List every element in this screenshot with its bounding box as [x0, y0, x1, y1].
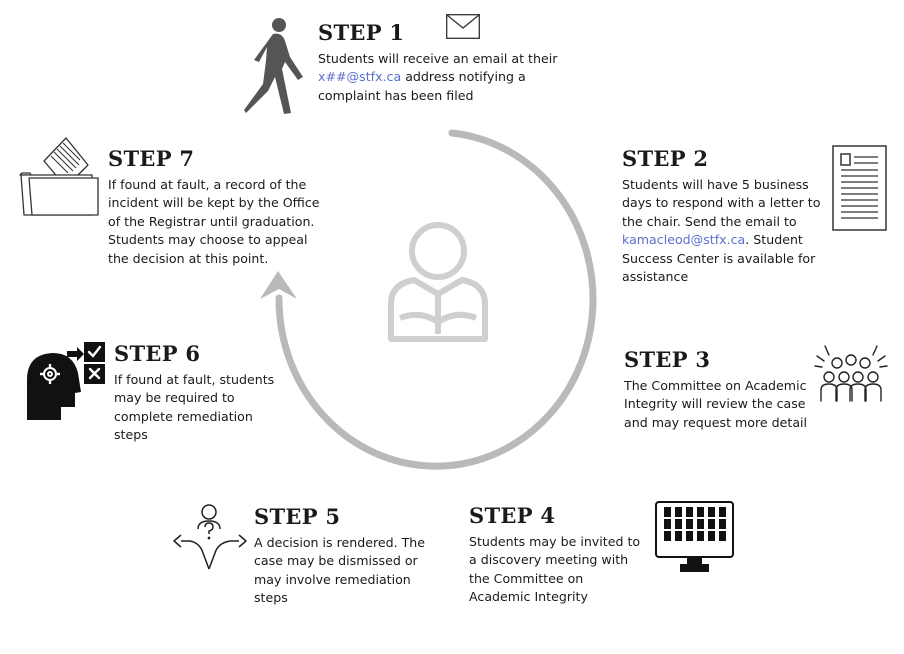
video-meeting-icon — [655, 501, 735, 573]
email-link[interactable]: kamacleod@stfx.ca — [622, 232, 746, 248]
email-link[interactable]: x##@stfx.ca — [318, 69, 402, 85]
step-text: If found at fault, a record of the incid… — [108, 177, 320, 266]
step-3: STEP 3 The Committee on Academic Integri… — [624, 347, 809, 432]
step-6: STEP 6 If found at fault, students may b… — [114, 341, 290, 445]
step-text: The Committee on Academic Integrity will… — [624, 378, 808, 430]
step-text: Students will receive an email at their … — [318, 51, 558, 103]
envelope-icon — [446, 14, 480, 39]
step-title: STEP 6 — [114, 341, 201, 366]
decision-crossroads-icon — [172, 503, 248, 571]
step-2: STEP 2 Students will have 5 business day… — [622, 146, 827, 286]
step-title: STEP 7 — [108, 146, 195, 171]
committee-group-icon — [814, 344, 888, 404]
student-reading-icon — [386, 222, 490, 346]
step-4: STEP 4 Students may be invited to a disc… — [469, 503, 644, 607]
step-title: STEP 5 — [254, 504, 341, 529]
step-7: STEP 7 If found at fault, a record of th… — [108, 146, 323, 268]
step-title: STEP 4 — [469, 503, 556, 528]
walking-person-icon — [242, 17, 308, 115]
step-text: If found at fault, students may be requi… — [114, 372, 275, 443]
cycle-arrow-icon — [250, 120, 630, 480]
step-title: STEP 3 — [624, 347, 711, 372]
step-text: Students may be invited to a discovery m… — [469, 534, 641, 605]
document-icon — [832, 145, 888, 232]
head-checklist-icon — [25, 340, 109, 422]
step-title: STEP 1 — [318, 20, 405, 45]
step-text: A decision is rendered. The case may be … — [254, 535, 426, 606]
step-title: STEP 2 — [622, 146, 709, 171]
step-5: STEP 5 A decision is rendered. The case … — [254, 504, 432, 608]
records-folder-icon — [18, 137, 102, 219]
step-1: STEP 1 Students will receive an email at… — [318, 20, 563, 105]
step-text: Students will have 5 business days to re… — [622, 177, 821, 285]
